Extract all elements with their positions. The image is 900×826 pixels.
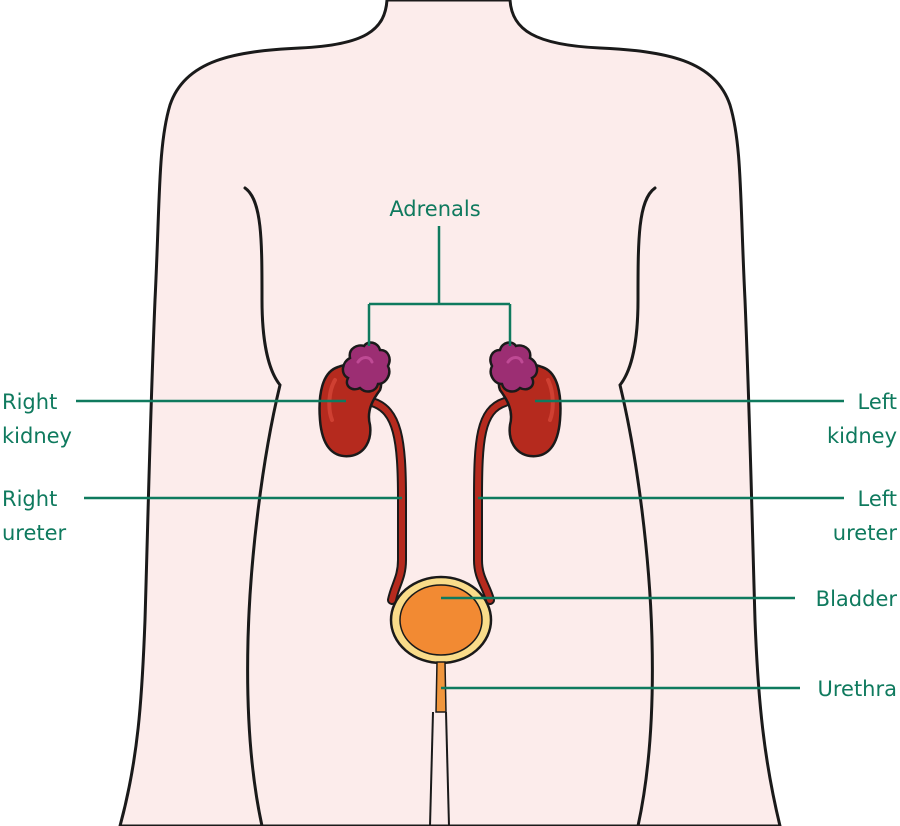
label-left-kidney-line2: kidney (827, 424, 897, 448)
label-right-ureter-line2: ureter (2, 521, 67, 545)
left-adrenal (489, 341, 539, 393)
right-arm-line (243, 186, 282, 826)
right-adrenal (341, 341, 391, 393)
left-ureter-fill (475, 399, 508, 603)
label-right-ureter-line1: Right (2, 487, 57, 511)
right-ureter-fill (369, 399, 405, 603)
label-left-kidney-line1: Left (857, 390, 897, 414)
label-left-ureter-line1: Left (857, 487, 897, 511)
body-silhouette (118, 0, 782, 826)
left-adrenal-highlight (506, 356, 524, 364)
label-left-ureter-line2: ureter (833, 521, 898, 545)
label-right-kidney-line2: kidney (2, 424, 72, 448)
right-adrenal-highlight (356, 356, 374, 364)
adrenals-leader (367, 226, 512, 346)
label-bladder: Bladder (816, 587, 898, 611)
left-arm-line (618, 186, 657, 826)
label-right-kidney-line1: Right (2, 390, 57, 414)
bladder-inner (399, 584, 483, 656)
leg-gap-left (429, 711, 434, 826)
label-urethra: Urethra (817, 677, 897, 701)
label-adrenals: Adrenals (389, 197, 480, 221)
leg-gap-right (445, 711, 450, 826)
